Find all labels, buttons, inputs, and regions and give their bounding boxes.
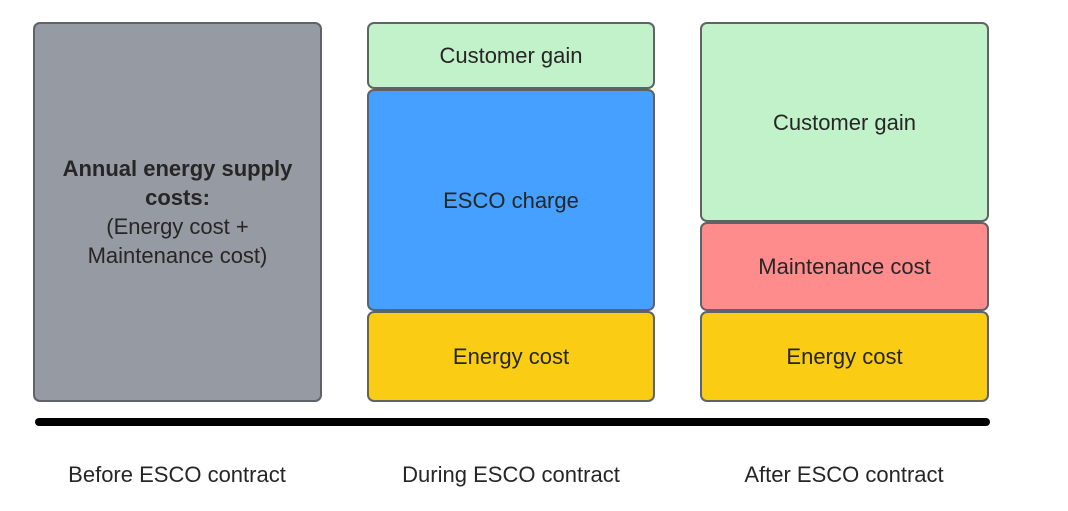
during-energy-cost-label: Energy cost	[452, 344, 570, 369]
after-customer-gain-box: Customer gain	[700, 22, 989, 222]
before-caption: Before ESCO contract	[68, 462, 286, 487]
after-energy-cost-box: Energy cost	[700, 311, 989, 402]
during-customer-gain-label: Customer gain	[439, 43, 583, 68]
supply-costs-title: Annual energy supply costs:	[62, 156, 293, 210]
baseline-divider	[35, 418, 990, 426]
during-caption: During ESCO contract	[402, 462, 620, 487]
annual-energy-supply-costs-box: Annual energy supply costs: (Energy cost…	[33, 22, 322, 402]
maintenance-cost-label: Maintenance cost	[758, 254, 931, 279]
after-caption: After ESCO contract	[744, 462, 944, 487]
maintenance-cost-box: Maintenance cost	[700, 222, 989, 311]
esco-charge-box: ESCO charge	[367, 89, 655, 311]
during-energy-cost-box: Energy cost	[367, 311, 655, 402]
supply-costs-detail-line2: Maintenance cost)	[87, 243, 268, 268]
after-energy-cost-label: Energy cost	[786, 344, 903, 369]
during-customer-gain-box: Customer gain	[367, 22, 655, 89]
after-customer-gain-label: Customer gain	[772, 109, 917, 135]
supply-costs-detail-line1: (Energy cost +	[106, 214, 249, 239]
esco-charge-label: ESCO charge	[443, 187, 579, 213]
